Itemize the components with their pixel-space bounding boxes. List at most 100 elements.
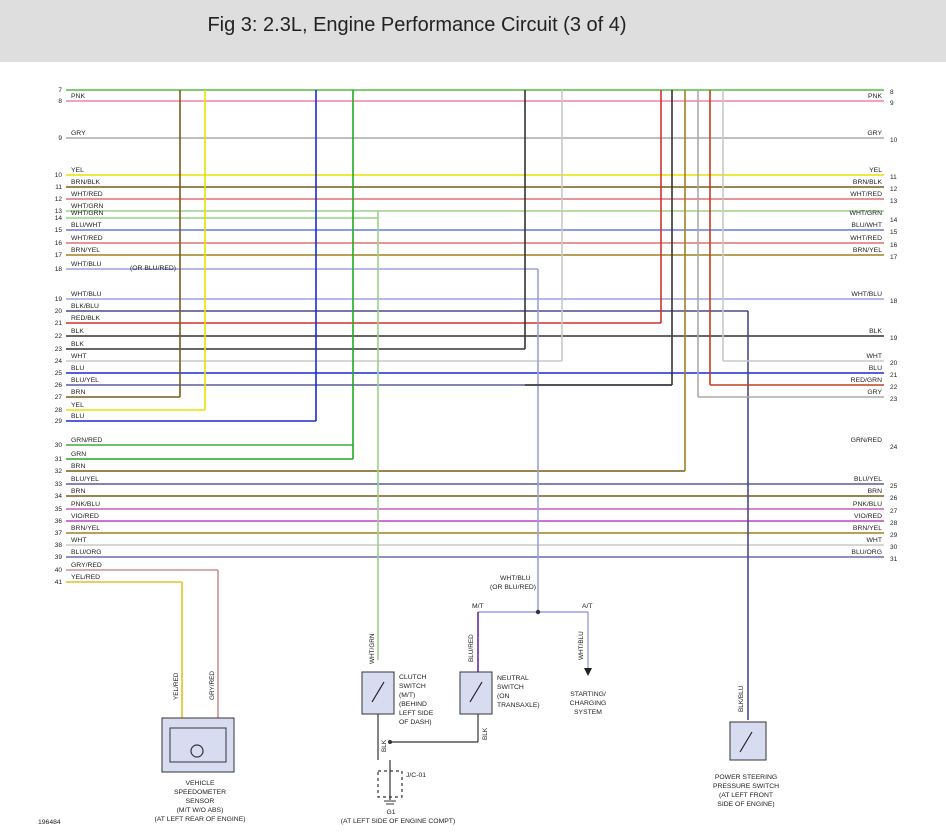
- wire-label-ps: BLK/BLU: [738, 685, 745, 712]
- neutral-switch-text: TRANSAXLE): [497, 702, 540, 709]
- wire-number-left: 16: [55, 240, 63, 247]
- wire-number-right: 21: [890, 372, 898, 379]
- wire-number-right: 15: [890, 229, 898, 236]
- wire-label-left: BLK: [71, 341, 84, 348]
- wire-number-right: 8: [890, 89, 894, 96]
- wire-label-left: BRN: [71, 463, 85, 470]
- wire-number-left: 21: [55, 320, 63, 327]
- ps-switch-icon: [729, 721, 767, 761]
- branch-label-at: A/T: [582, 603, 593, 610]
- clutch-switch-text: SWITCH: [399, 683, 426, 690]
- wire-label-left: WHT/BLU: [71, 291, 102, 298]
- wire-number-left: 24: [55, 358, 63, 365]
- wire-label-left: BLU: [71, 413, 84, 420]
- wire-number-left: 39: [55, 554, 63, 561]
- wire-label-left: GRY/RED: [71, 562, 102, 569]
- wire-label-right: PNK/BLU: [853, 501, 882, 508]
- arrow-icon: [584, 668, 592, 676]
- wire-label-left: BLU/YEL: [71, 476, 99, 483]
- wire-label-right: WHT: [867, 353, 882, 360]
- wire-label-right: WHT/GRN: [850, 210, 883, 217]
- wire-number-left: 18: [55, 266, 63, 273]
- wire-number-left: 23: [55, 346, 63, 353]
- wire-number-left: 30: [55, 442, 63, 449]
- wire-number-left: 33: [55, 481, 63, 488]
- neutral-switch-text: SWITCH: [497, 684, 524, 691]
- wire-label-left: BRN/YEL: [71, 525, 100, 532]
- wire-number-left: 9: [58, 135, 62, 142]
- wire-number-right: 31: [890, 556, 898, 563]
- wire-label-left: BLK/BLU: [71, 303, 99, 310]
- speed-sensor-text: SPEEDOMETER: [174, 789, 226, 796]
- ps-switch-text: PRESSURE SWITCH: [713, 783, 779, 790]
- wire-number-left: 40: [55, 567, 63, 574]
- neutral-switch-text: (ON: [497, 693, 510, 700]
- wire-label-right: GRY: [867, 389, 882, 396]
- wire-number-right: 29: [890, 532, 898, 539]
- wire-label-neutral: BLU/RED: [468, 634, 475, 662]
- wire-number-right: 22: [890, 384, 898, 391]
- ps-switch-text: (AT LEFT FRONT: [719, 792, 773, 799]
- wire-label-right: BLU/WHT: [851, 222, 882, 229]
- wire-label-right: BRN/BLK: [853, 179, 883, 186]
- starting-system-text: STARTING/: [570, 691, 606, 698]
- wire-label-neutral-ground: BLK: [482, 727, 489, 740]
- wire-label-left: WHT/BLU: [71, 261, 102, 268]
- figure-number: 196484: [38, 819, 61, 826]
- wire-label-left: GRY: [71, 130, 86, 137]
- wire-label-right: BRN: [868, 488, 882, 495]
- clutch-switch-text: OF DASH): [399, 719, 431, 726]
- wire-note-left: (OR BLU/RED): [130, 265, 176, 272]
- wire-label-right: YEL: [869, 167, 882, 174]
- wire-number-left: 25: [55, 370, 63, 377]
- junction-label: J/C-01: [406, 772, 426, 779]
- wire-number-left: 8: [58, 98, 62, 105]
- wire-number-left: 10: [55, 172, 63, 179]
- wire-label-right: BRN/YEL: [853, 525, 882, 532]
- wire-number-right: 24: [890, 444, 898, 451]
- wire-number-left: 29: [55, 418, 63, 425]
- starting-system-text: SYSTEM: [574, 709, 602, 716]
- wire-label-left: YEL: [71, 167, 84, 174]
- wire-label-vss-b: GRY/RED: [209, 671, 216, 700]
- clutch-switch-text: (BEHIND: [399, 701, 427, 708]
- splice-label: WHT/BLU: [500, 575, 531, 582]
- wire-label-right: WHT/BLU: [851, 291, 882, 298]
- wire-number-right: 20: [890, 360, 898, 367]
- wire-label-left: WHT/GRN: [71, 210, 104, 217]
- clutch-switch-text: CLUTCH: [399, 674, 427, 681]
- ground-location: (AT LEFT SIDE OF ENGINE COMPT): [341, 818, 455, 825]
- wire-label-left: YEL: [71, 402, 84, 409]
- wire-number-left: 13: [55, 208, 63, 215]
- wire-number-right: 17: [890, 254, 898, 261]
- wire-label-left: WHT/GRN: [71, 203, 104, 210]
- speed-sensor-text: (AT LEFT REAR OF ENGINE): [154, 816, 245, 823]
- wire-label-clutch: WHT/GRN: [369, 633, 376, 664]
- wire-label-right: PNK: [868, 93, 882, 100]
- wire-number-left: 12: [55, 196, 63, 203]
- wire-number-right: 27: [890, 508, 898, 515]
- wire-number-left: 28: [55, 407, 63, 414]
- wire-label-right: BLU/YEL: [854, 476, 882, 483]
- wire-number-right: 30: [890, 544, 898, 551]
- wire-number-left: 34: [55, 493, 63, 500]
- title-bar: Fig 3: 2.3L, Engine Performance Circuit …: [0, 0, 946, 62]
- starting-system-text: CHARGING: [570, 700, 607, 707]
- speed-sensor-text: VEHICLE: [185, 780, 215, 787]
- wire-label-right: GRN/RED: [851, 437, 882, 444]
- figure-title: Fig 3: 2.3L, Engine Performance Circuit …: [207, 14, 627, 36]
- wire-number-left: 32: [55, 468, 63, 475]
- wire-label-right: BLU: [869, 365, 882, 372]
- wire-number-right: 10: [890, 137, 898, 144]
- wire-number-right: 25: [890, 483, 898, 490]
- clutch-switch-text: LEFT SIDE: [399, 710, 434, 717]
- wire-number-right: 23: [890, 396, 898, 403]
- wire-label-at: WHT/BLU: [578, 631, 585, 660]
- wire-label-left: BRN/YEL: [71, 247, 100, 254]
- wire-label-clutch-ground: BLK: [381, 739, 388, 752]
- speed-sensor-text: (M/T W/O ABS): [177, 807, 224, 814]
- clutch-switch-text: (M/T): [399, 692, 415, 699]
- wire-number-right: 14: [890, 217, 898, 224]
- wire-number-left: 26: [55, 382, 63, 389]
- wire-number-right: 26: [890, 495, 898, 502]
